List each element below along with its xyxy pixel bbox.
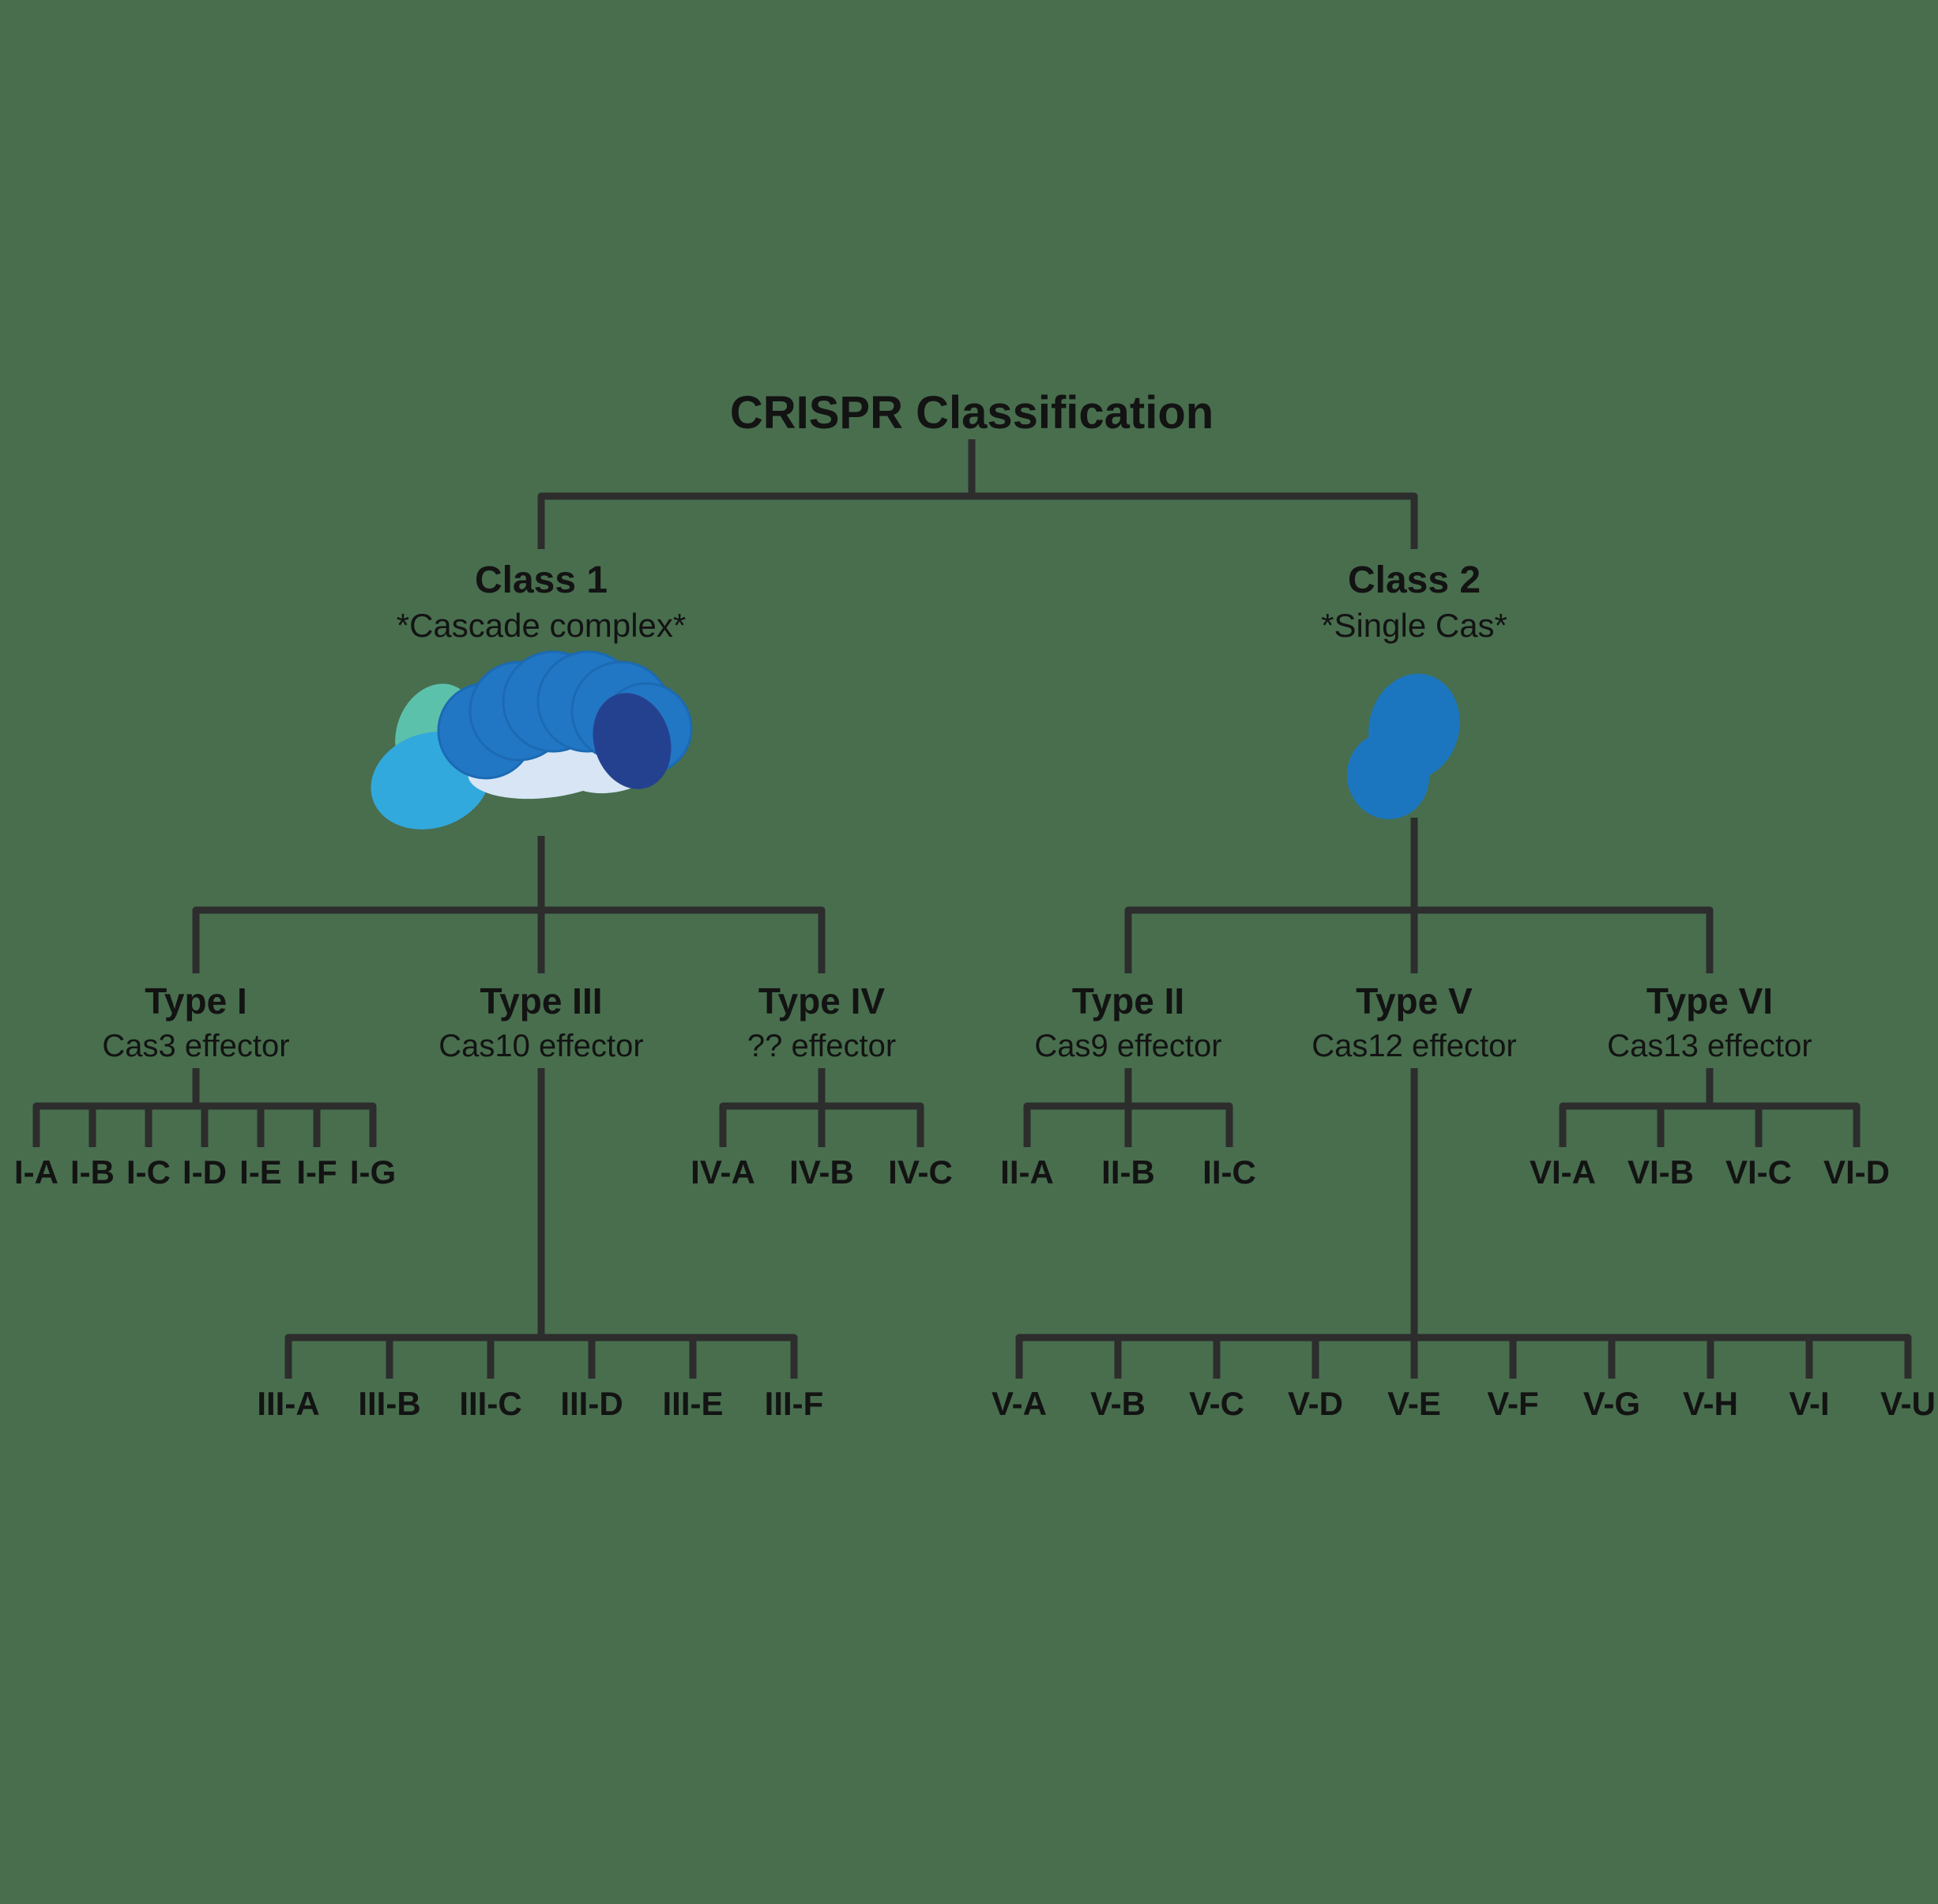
- subtype-label-vi-a: VI-A: [1530, 1153, 1596, 1191]
- bracket-type-vi-subtypes: [1559, 1102, 1861, 1147]
- type-v-effector: Cas12 effector: [1311, 1029, 1516, 1063]
- subtype-label-ii-a: II-A: [1000, 1153, 1054, 1191]
- type-vi-label: Type VI: [1646, 980, 1773, 1022]
- subtype-label-i-c: I-C: [126, 1153, 171, 1191]
- connector-class2-types-branch: [1124, 906, 1714, 973]
- type-ii-effector: Cas9 effector: [1034, 1029, 1221, 1063]
- class-2-subtitle: *Single Cas*: [1321, 607, 1507, 644]
- type-v-label: Type V: [1356, 980, 1473, 1022]
- bracket-type-i-subtypes: [32, 1102, 377, 1147]
- subtype-label-i-g: I-G: [350, 1153, 396, 1191]
- connector-class-branch: [537, 492, 1418, 549]
- subtype-label-v-e: V-E: [1387, 1385, 1441, 1422]
- class-1-subtitle: *Cascade complex*: [397, 607, 687, 644]
- subtype-label-vi-b: VI-B: [1628, 1153, 1694, 1191]
- subtype-label-ii-c: II-C: [1202, 1153, 1256, 1191]
- subtype-label-iv-b: IV-B: [789, 1153, 854, 1191]
- subtype-label-i-d: I-D: [183, 1153, 227, 1191]
- subtype-label-iii-f: III-F: [765, 1385, 824, 1422]
- connector-lines: [32, 439, 1912, 1379]
- subtype-label-ii-b: II-B: [1101, 1153, 1155, 1191]
- subtype-label-iv-a: IV-A: [691, 1153, 755, 1191]
- connector-class1-types-branch: [192, 906, 826, 973]
- type-ii-label: Type II: [1072, 980, 1184, 1022]
- class-1-label: Class 1: [475, 559, 608, 601]
- diagram-labels: CRISPR Classification Class 1 *Cascade c…: [14, 387, 1936, 1422]
- subtype-label-i-b: I-B: [70, 1153, 115, 1191]
- subtype-label-iii-b: III-B: [358, 1385, 420, 1422]
- single-cas-icon: [1346, 673, 1460, 819]
- subtype-label-v-d: V-D: [1288, 1385, 1343, 1422]
- bracket-type-iv-subtypes: [719, 1102, 924, 1147]
- type-iii-effector: Cas10 effector: [438, 1029, 643, 1063]
- cascade-navy-subunit: [593, 693, 672, 789]
- subtype-label-v-i: V-I: [1789, 1385, 1829, 1422]
- subtype-label-v-a: V-A: [992, 1385, 1047, 1422]
- cascade-complex-icon: [371, 650, 693, 830]
- subtype-label-v-f: V-F: [1487, 1385, 1538, 1422]
- bracket-type-v-subtypes: [1015, 1334, 1912, 1379]
- subtype-label-v-c: V-C: [1189, 1385, 1244, 1422]
- subtype-label-iii-a: III-A: [257, 1385, 319, 1422]
- subtype-label-iii-e: III-E: [662, 1385, 723, 1422]
- subtype-label-iv-c: IV-C: [888, 1153, 953, 1191]
- type-i-effector: Cas3 effector: [102, 1029, 289, 1063]
- type-vi-effector: Cas13 effector: [1607, 1029, 1812, 1063]
- bracket-type-iii-subtypes: [284, 1334, 798, 1379]
- subtype-label-i-e: I-E: [239, 1153, 282, 1191]
- subtype-label-v-h: V-H: [1683, 1385, 1738, 1422]
- subtype-label-v-g: V-G: [1583, 1385, 1640, 1422]
- subtype-label-v-u: V-U: [1880, 1385, 1936, 1422]
- type-i-label: Type I: [145, 980, 247, 1022]
- type-iv-effector: ?? effector: [747, 1029, 896, 1063]
- subtype-label-iii-c: III-C: [459, 1385, 521, 1422]
- subtype-label-i-a: I-A: [14, 1153, 58, 1191]
- single-cas-lower-lobe: [1346, 732, 1430, 819]
- diagram-title: CRISPR Classification: [730, 387, 1214, 438]
- class-2-label: Class 2: [1348, 559, 1481, 601]
- subtype-label-iii-d: III-D: [560, 1385, 623, 1422]
- subtype-label-vi-d: VI-D: [1823, 1153, 1890, 1191]
- subtype-label-vi-c: VI-C: [1725, 1153, 1792, 1191]
- bracket-type-ii-subtypes: [1023, 1102, 1233, 1147]
- type-iii-label: Type III: [480, 980, 602, 1022]
- subtype-label-i-f: I-F: [296, 1153, 337, 1191]
- type-iv-label: Type IV: [758, 980, 886, 1022]
- subtype-label-v-b: V-B: [1090, 1385, 1146, 1422]
